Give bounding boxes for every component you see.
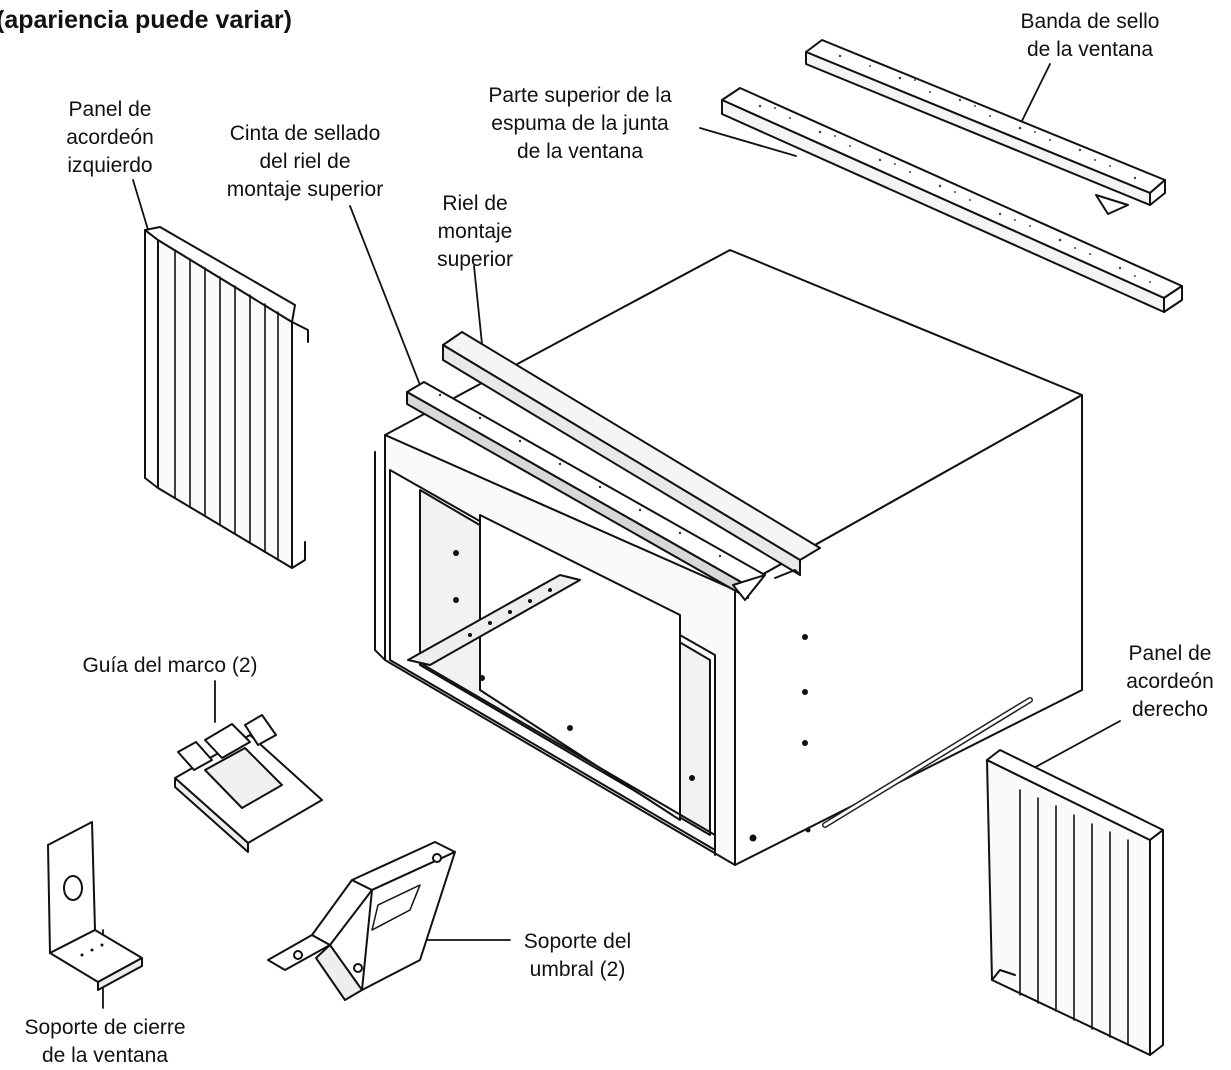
top-mounting-rail: [442, 331, 821, 579]
window-gasket-foam: [721, 87, 1183, 313]
right-accordion-panel: [986, 749, 1164, 1056]
label-frame-guide: Guía del marco (2): [82, 654, 258, 677]
diagram-title: (apariencia puede variar): [0, 6, 292, 34]
frame-guide: [174, 714, 323, 853]
sill-support: [267, 841, 456, 1001]
cabinet-sleeve: [374, 249, 1083, 866]
rail-sealing-tape: [406, 381, 766, 601]
window-seal-strip: [805, 39, 1166, 215]
left-accordion-panel: [144, 226, 309, 569]
window-lock-bracket: [47, 821, 143, 991]
